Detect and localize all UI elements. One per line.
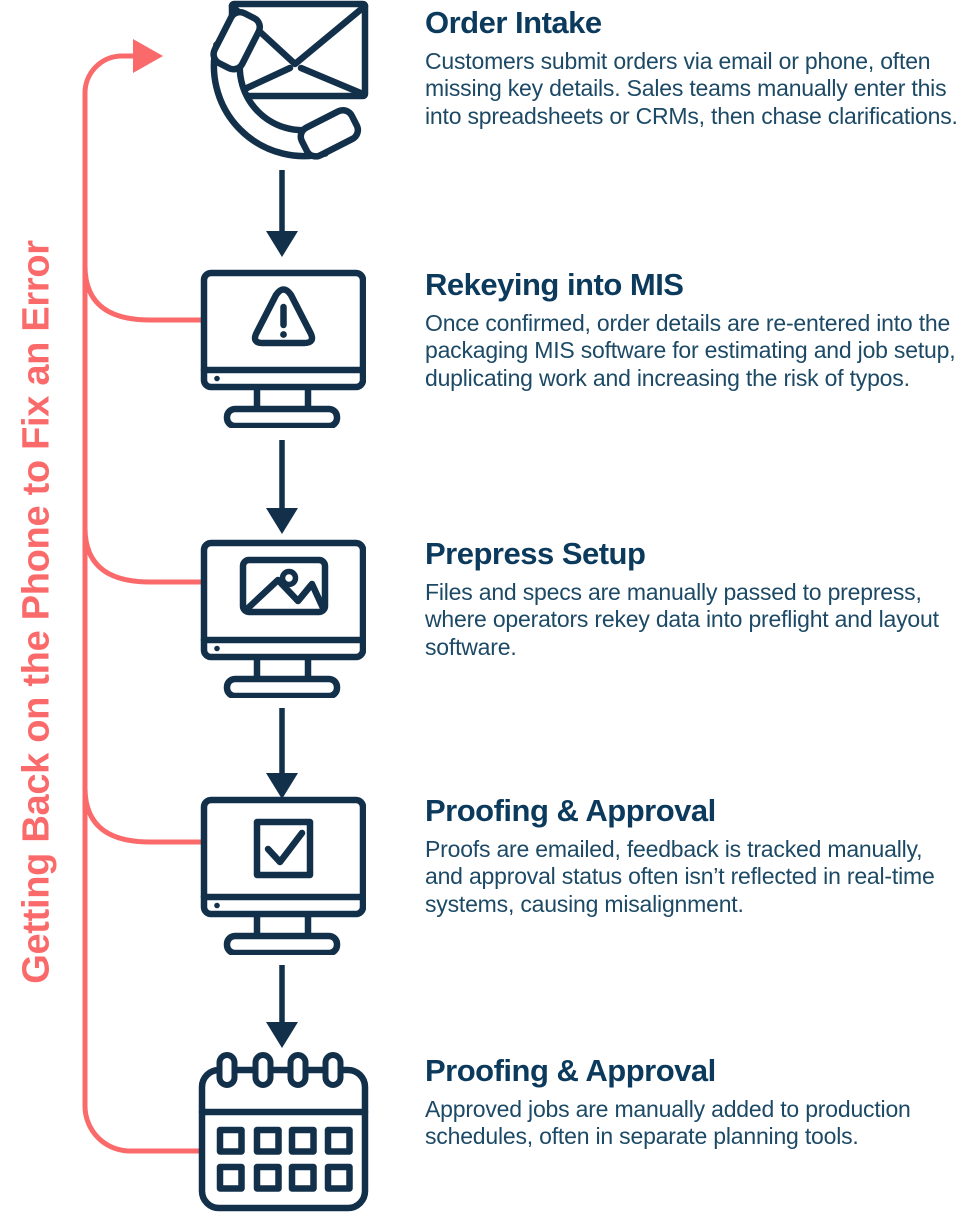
step-description: Customers submit orders via email or pho… [425,47,958,129]
flow-arrow-icon [266,440,298,534]
monitor-check-icon [200,796,366,955]
monitor-image-icon [200,539,366,698]
flow-arrow-icon [266,708,298,799]
feedback-arrowhead-icon [133,39,163,73]
step-title: Order Intake [425,5,602,40]
warning-triangle-glyph [251,286,316,347]
step-description: Approved jobs are manually added to prod… [425,1095,911,1150]
flow-arrow-icon [266,965,298,1048]
step-title: Proofing & Approval [425,793,716,828]
step-row: Rekeying into MIS Once confirmed, order … [425,267,964,392]
flow-arrow-icon [266,170,298,257]
phone-email-icon [210,0,369,160]
image-glyph [239,556,329,616]
calendar-icon [198,1052,369,1212]
step-row: Prepress Setup Files and specs are manua… [425,536,964,661]
step-description: Once confirmed, order details are re-ent… [425,309,956,391]
step-description: Files and specs are manually passed to p… [425,578,939,660]
monitor-warning-icon [200,269,366,428]
calendar-grid-glyph [216,1126,353,1192]
calendar-rings-glyph [216,1052,344,1088]
step-title: Rekeying into MIS [425,267,684,302]
phone-handset-glyph [210,8,362,160]
feedback-loop-line [82,39,206,1154]
step-description: Proofs are emailed, feedback is tracked … [425,835,935,917]
step-row: Proofing & Approval Approved jobs are ma… [425,1053,964,1151]
step-title: Proofing & Approval [425,1053,716,1088]
step-title: Prepress Setup [425,536,646,571]
checkbox-glyph [253,818,314,879]
feedback-loop-label: Getting Back on the Phone to Fix an Erro… [15,240,58,984]
step-row: Order Intake Customers submit orders via… [425,5,964,130]
step-row: Proofing & Approval Proofs are emailed, … [425,793,964,918]
